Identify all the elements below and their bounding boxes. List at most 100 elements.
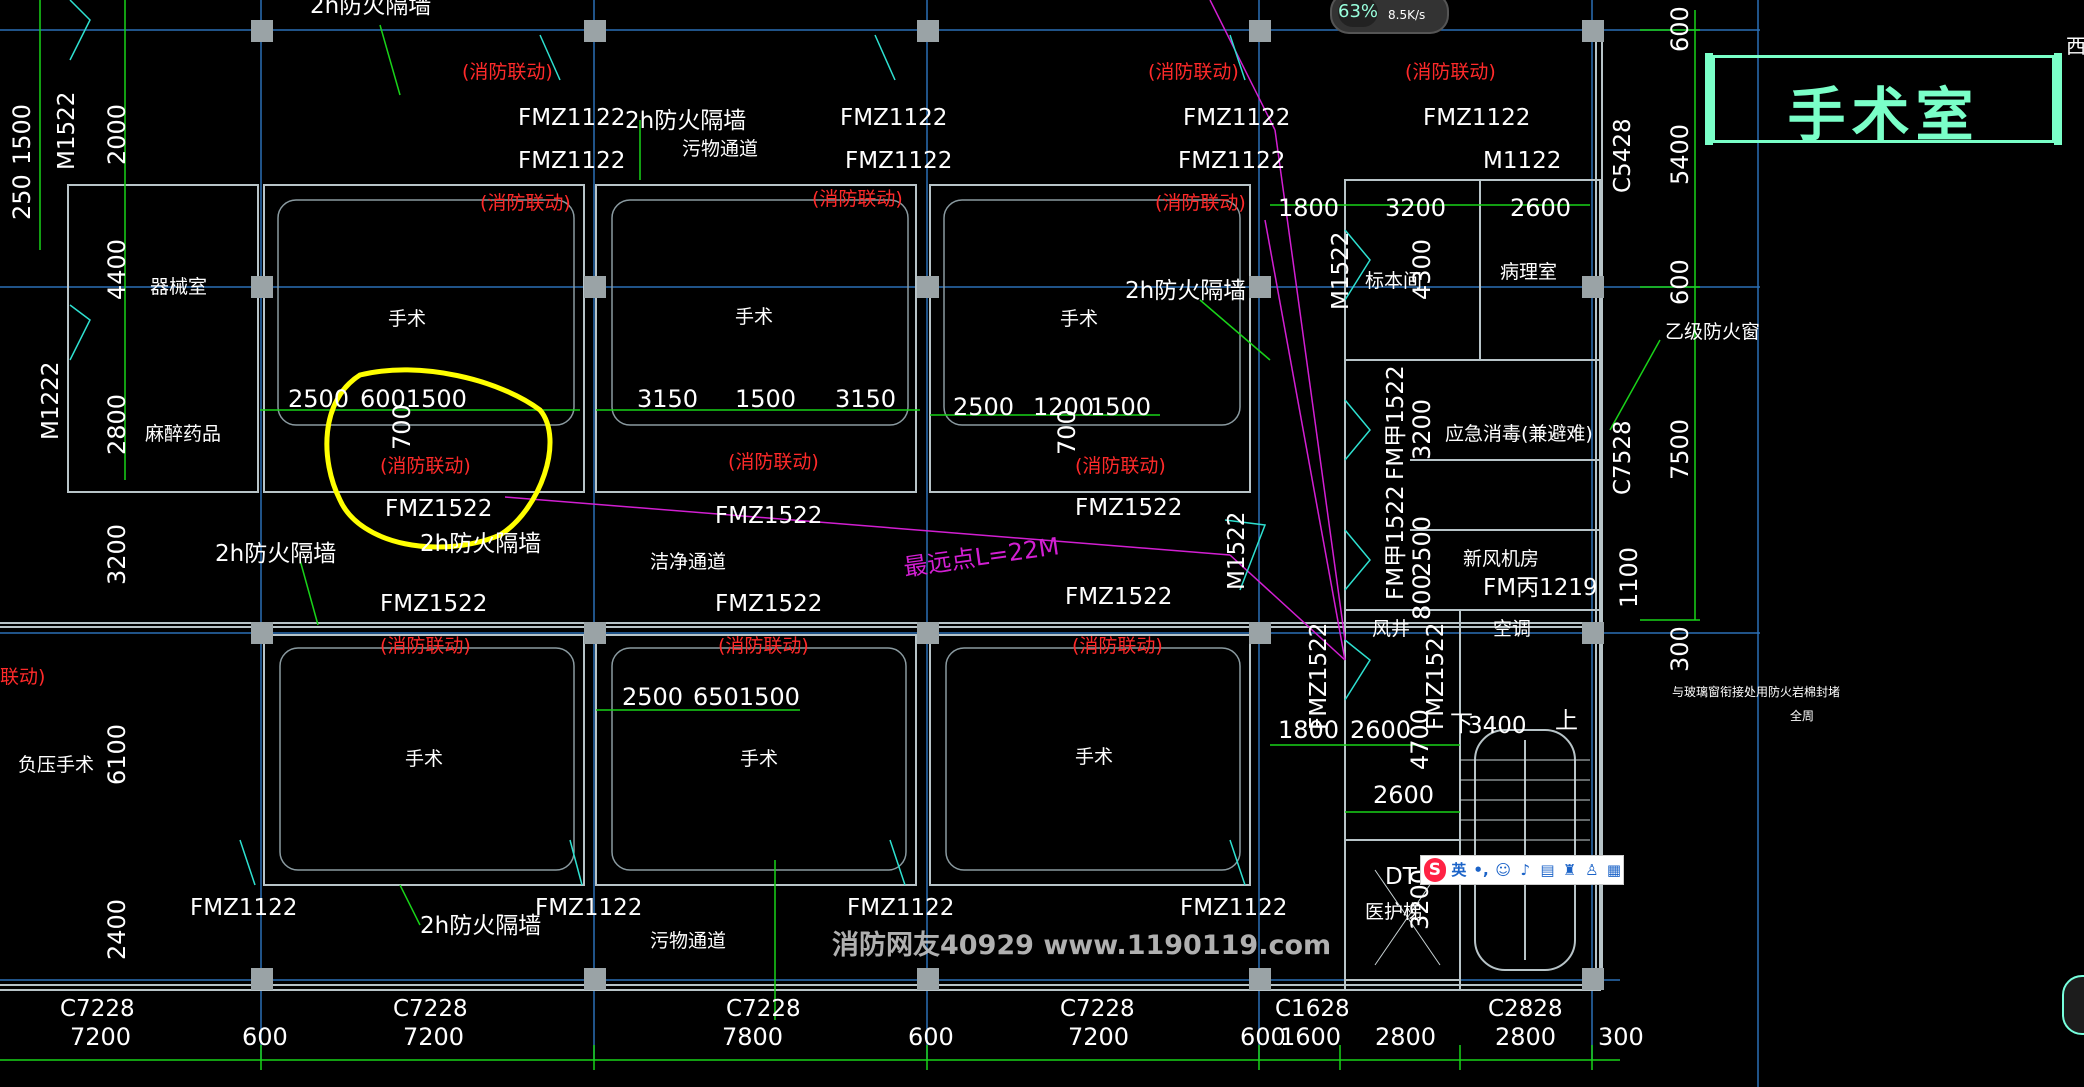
window-label: C7228 — [393, 996, 468, 1022]
bottom-dimension-chain — [0, 1045, 1620, 1070]
dim-misc: 1800 — [1278, 716, 1340, 744]
edge-label: 西 — [2066, 34, 2084, 58]
linkage-label: (消防联动) — [728, 451, 819, 473]
dim-misc: 2600 — [1350, 716, 1412, 744]
linkage-label: (消防联动) — [462, 61, 553, 83]
dim-misc: 2600 — [1510, 194, 1572, 222]
dim-left: 250 — [8, 174, 36, 220]
linkage-label: (消防联动) — [1155, 192, 1246, 214]
linkage-label: (消防联动) — [1405, 61, 1496, 83]
speed-percent: 63% — [1338, 0, 1378, 27]
room-negative-ops: 负压手术 — [18, 754, 95, 776]
watermark: 消防网友40929 www.1190119.com — [832, 930, 1332, 961]
room-outlines — [277, 199, 1241, 871]
room-ops-3: 手术 — [1060, 308, 1099, 330]
dim-right: 7500 — [1666, 418, 1694, 480]
dim-misc: 1100 — [1615, 546, 1643, 608]
window-label: C7528 — [1610, 420, 1636, 495]
fire-wall-label: 2h防火隔墙 — [310, 0, 432, 19]
door-label: FMZ1522 — [385, 496, 493, 522]
door-swings — [69, 0, 1371, 886]
fire-wall-label: 2h防火隔墙 — [1125, 278, 1247, 304]
door-label: FMZ1522 — [715, 503, 823, 529]
stair-up-label: 上 — [1555, 708, 1578, 734]
dim-misc: 6001500 — [360, 385, 467, 413]
room-ops-2: 手术 — [735, 306, 774, 328]
dim-right: 600 — [1666, 6, 1694, 52]
door-label: FMZ1522 — [1075, 495, 1183, 521]
door-label: FMZ1122 — [1180, 895, 1288, 921]
dim-right: 600 — [1666, 259, 1694, 305]
dim-misc: 800 — [1408, 574, 1436, 620]
door-label: DT — [1385, 864, 1417, 890]
door-label: M1222 — [38, 361, 64, 440]
corner-widget[interactable] — [2062, 975, 2084, 1035]
linkage-label: (消防联动) — [1148, 61, 1239, 83]
dim-bottom: 300 — [1598, 1023, 1644, 1051]
room-ac: 空调 — [1493, 618, 1532, 640]
door-label: FM甲1522 — [1383, 485, 1409, 600]
dim-misc: 2600 — [1373, 781, 1435, 809]
room-dirty-corridor-bottom: 污物通道 — [650, 930, 727, 952]
network-speed-widget[interactable]: 63% 8.5K/s — [1330, 0, 1449, 34]
ime-logo-icon[interactable]: S — [1424, 858, 1446, 882]
dim-right: 5400 — [1666, 123, 1694, 185]
room-dirty-corridor-top: 污物通道 — [682, 138, 759, 160]
window-label: C7228 — [60, 996, 135, 1022]
punctuation-icon[interactable]: •, — [1473, 861, 1489, 879]
window-note-line2: 全周 — [1790, 709, 1815, 723]
green-annotations — [39, 0, 1700, 1020]
door-label: M1522 — [1328, 231, 1354, 310]
linkage-label: (消防联动) — [480, 192, 571, 214]
room-ops-6: 手术 — [1075, 746, 1114, 768]
dim-misc: 2500 — [622, 683, 684, 711]
dim-misc: 3150 — [835, 385, 897, 413]
linkage-label: (消防联动) — [1075, 455, 1166, 477]
grid-icon[interactable]: ▦ — [1606, 861, 1622, 879]
mic-icon[interactable]: ♪ — [1520, 861, 1531, 879]
door-label: FMZ1122 — [518, 148, 626, 174]
room-pathology: 病理室 — [1500, 261, 1558, 283]
dim-misc: 1500 — [1090, 393, 1152, 421]
keyboard-icon[interactable]: ▤ — [1540, 861, 1555, 879]
dim-bottom: 7800 — [722, 1023, 784, 1051]
room-ops-5: 手术 — [740, 748, 779, 770]
dim-misc: 700 — [1053, 409, 1081, 455]
speed-rate: 8.5K/s — [1388, 8, 1426, 22]
dim-misc: 6501500 — [693, 683, 800, 711]
door-label: M1522 — [1224, 511, 1250, 590]
door-label: FMZ1122 — [847, 895, 955, 921]
room-clean-corridor: 洁净通道 — [650, 551, 727, 573]
dim-bottom: 7200 — [1068, 1023, 1130, 1051]
window-label: C7228 — [726, 996, 801, 1022]
dim-left: 6100 — [103, 723, 131, 785]
room-ops-4: 手术 — [405, 748, 444, 770]
window-label: C5428 — [1610, 118, 1636, 193]
room-fresh-air: 新风机房 — [1463, 548, 1540, 570]
window-label: C1628 — [1275, 996, 1350, 1022]
dim-misc: 1200 — [1033, 393, 1095, 421]
linkage-label-partial: 联动) — [0, 666, 46, 688]
emoji-icon[interactable]: ☺ — [1495, 861, 1511, 879]
stair-dim: 3400 — [1468, 713, 1527, 739]
window-label: C7228 — [1060, 996, 1135, 1022]
room-bed-lift: 医护梯 — [1365, 901, 1423, 923]
dim-misc: 2500 — [953, 393, 1015, 421]
door-label: FMZ1122 — [1423, 105, 1531, 131]
dim-left: 3200 — [103, 523, 131, 585]
shirt-icon[interactable]: ♜ — [1562, 861, 1577, 879]
fire-wall-label: 2h防火隔墙 — [420, 913, 542, 939]
user-icon[interactable]: ♙ — [1585, 861, 1599, 879]
ime-lang-toggle[interactable]: 英 — [1451, 861, 1467, 879]
window-label: C2828 — [1488, 996, 1563, 1022]
door-label: FMZ1522 — [380, 591, 488, 617]
door-label: FMZ1522 — [715, 591, 823, 617]
room-shaft: 风井 — [1372, 618, 1411, 640]
ime-toolbar[interactable]: S 英 •, ☺ ♪ ▤ ♜ ♙ ▦ — [1420, 855, 1624, 885]
fire-window-label: 乙级防火窗 — [1665, 321, 1761, 343]
dim-misc: 4300 — [1408, 238, 1436, 300]
dim-left: 2800 — [103, 393, 131, 455]
door-label: M1522 — [54, 91, 80, 170]
door-label: FMZ1122 — [518, 105, 626, 131]
dim-misc: 3200 — [1408, 398, 1436, 460]
